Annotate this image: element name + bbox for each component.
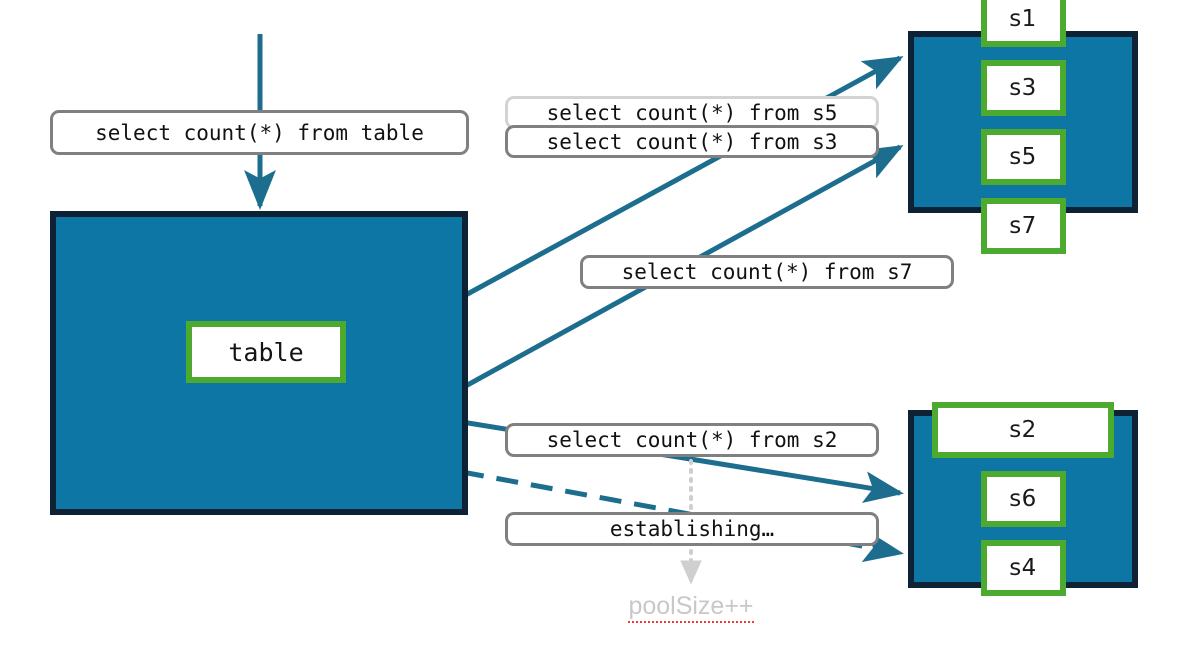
query-pill-s2[interactable]: select count(*) from s2 xyxy=(505,423,879,457)
server-node-s1[interactable]: s1 xyxy=(980,0,1066,47)
top-server-group: s1 s3 s5 s7 xyxy=(908,0,1138,254)
poolsize-annotation-text: poolSize++ xyxy=(628,592,754,623)
table-node[interactable]: table xyxy=(186,321,346,383)
query-pill-s7[interactable]: select count(*) from s7 xyxy=(580,255,954,289)
bottom-server-group: s2 s6 s4 xyxy=(908,402,1138,596)
server-node-s7[interactable]: s7 xyxy=(980,197,1066,254)
server-node-label: s7 xyxy=(1009,212,1037,239)
server-node-s4[interactable]: s4 xyxy=(980,540,1066,596)
server-node-label: s3 xyxy=(1009,74,1037,101)
query-pill-s3[interactable]: select count(*) from s3 xyxy=(505,125,879,158)
server-node-label: s4 xyxy=(1009,555,1037,581)
server-node-label: s1 xyxy=(1009,5,1037,32)
status-pill-text: establishing… xyxy=(609,517,775,541)
query-pill-text: select count(*) from s5 xyxy=(546,100,838,125)
table-pool-container: table xyxy=(50,211,468,515)
query-pill-text: select count(*) from s7 xyxy=(621,260,913,284)
server-node-s3[interactable]: s3 xyxy=(980,59,1066,116)
server-node-s6[interactable]: s6 xyxy=(980,471,1066,527)
poolsize-annotation: poolSize++ xyxy=(596,592,786,623)
status-pill-establishing[interactable]: establishing… xyxy=(505,512,879,546)
query-pill-text: select count(*) from s3 xyxy=(546,129,838,154)
query-pill-text: select count(*) from table xyxy=(95,120,424,145)
query-pill-text: select count(*) from s2 xyxy=(546,428,838,452)
server-node-label: s2 xyxy=(1009,417,1037,443)
server-node-label: s6 xyxy=(1009,486,1037,512)
server-node-label: s5 xyxy=(1009,143,1037,170)
server-node-s5[interactable]: s5 xyxy=(980,128,1066,185)
table-node-label: table xyxy=(228,337,304,367)
query-pill-table[interactable]: select count(*) from table xyxy=(50,110,469,155)
server-node-s2[interactable]: s2 xyxy=(932,402,1114,458)
